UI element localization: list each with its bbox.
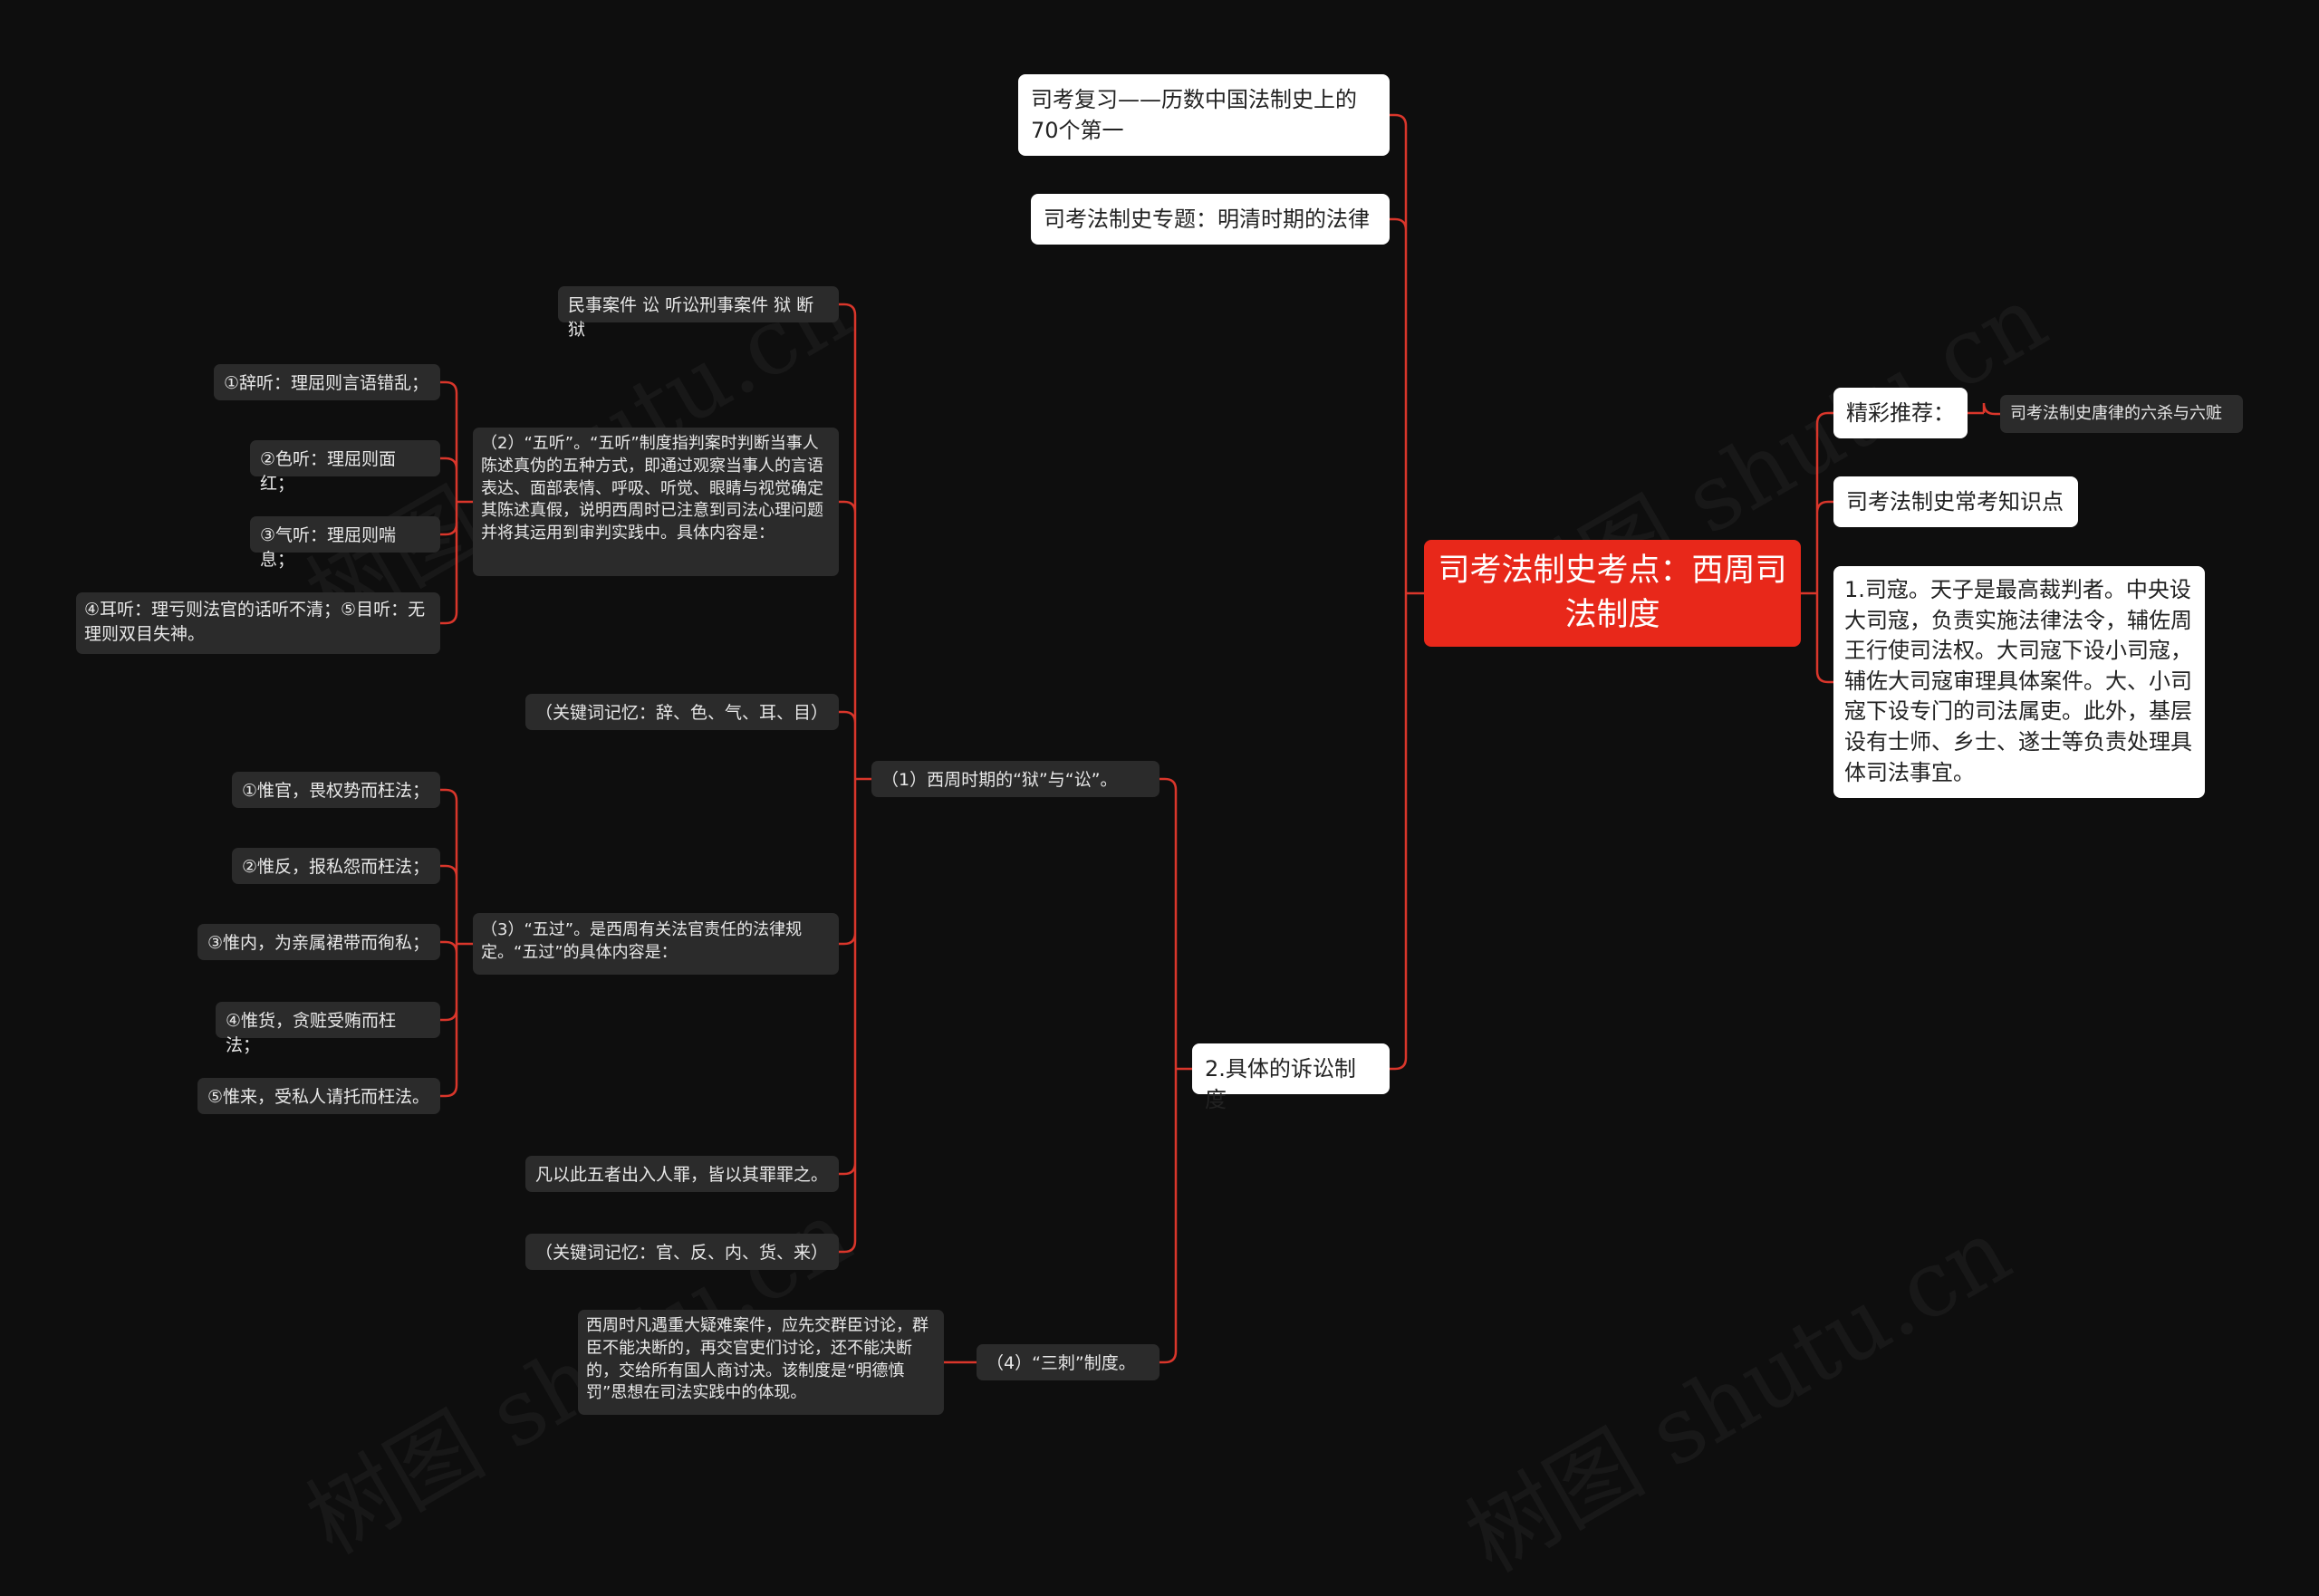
- root-left-connector: [1390, 113, 1424, 1071]
- yusong-definition[interactable]: 民事案件 讼 听讼刑事案件 狱 断狱: [558, 286, 839, 340]
- wuting-connector: [440, 380, 473, 625]
- wuguo-node[interactable]: （3）“五过”。是西周有关法官责任的法律规定。“五过”的具体内容是：: [473, 913, 839, 975]
- root-topic-label: 司考法制史考点：西周司法制度: [1438, 553, 1787, 633]
- recommend-link[interactable]: 司考法制史唐律的六杀与六赃: [2000, 395, 2243, 433]
- top1-node[interactable]: 司考复习——历数中国法制史上的70个第一: [1018, 74, 1390, 156]
- recommend-connector-path: [1968, 402, 2000, 416]
- common-knowledge-node[interactable]: 司考法制史常考知识点: [1833, 476, 2078, 527]
- root-topic[interactable]: 司考法制史考点：西周司法制度: [1424, 540, 1801, 647]
- recommend-node[interactable]: 精彩推荐：: [1833, 388, 1968, 438]
- wuting-item[interactable]: ④耳听：理亏则法官的话听不清；⑤目听：无理则双目失神。: [76, 592, 440, 654]
- sikou-node[interactable]: 1.司寇。天子是最高裁判者。中央设大司寇，负责实施法律法令，辅佐周王行使司法权。…: [1833, 566, 2205, 798]
- wuguo-item[interactable]: ⑤惟来，受私人请托而枉法。: [197, 1078, 440, 1114]
- wuting-item[interactable]: ②色听：理屈则面红；: [250, 440, 440, 494]
- wuguo-item[interactable]: ③惟内，为亲属裙带而徇私；: [197, 924, 440, 960]
- procedure-connector-path: [1160, 777, 1192, 1364]
- sanci-description[interactable]: 西周时凡遇重大疑难案件，应先交群臣讨论，群臣不能决断的，再交官吏们讨论，还不能决…: [578, 1310, 944, 1415]
- yusong-connector-path: [839, 303, 871, 1254]
- wuguo-keyword[interactable]: （关键词记忆：官、反、内、货、来）: [525, 1234, 839, 1270]
- sanci-node[interactable]: （4）“三刺”制度。: [977, 1344, 1160, 1380]
- procedure-node[interactable]: 2.具体的诉讼制度: [1192, 1043, 1390, 1112]
- wuguo-connector: [440, 788, 473, 1098]
- wuting-item[interactable]: ①辞听：理屈则言语错乱；: [214, 364, 440, 400]
- root-right-connector-path: [1801, 411, 1833, 684]
- wuguo-connector-path: [440, 788, 473, 1098]
- wuguo-item[interactable]: ①惟官，畏权势而枉法；: [232, 772, 440, 808]
- wuguo-item[interactable]: ②惟反，报私怨而枉法；: [232, 848, 440, 884]
- root-right-connector: [1801, 411, 1833, 684]
- root-left-connector-path: [1390, 113, 1424, 1071]
- wuting-keyword[interactable]: （关键词记忆：辞、色、气、耳、目）: [525, 694, 839, 730]
- yusong-connector: [839, 303, 871, 1254]
- wuting-node[interactable]: （2）“五听”。“五听”制度指判案时判断当事人陈述真伪的五种方式，即通过观察当事…: [473, 428, 839, 576]
- top2-node[interactable]: 司考法制史专题：明清时期的法律: [1031, 194, 1390, 245]
- procedure-connector: [1160, 777, 1192, 1364]
- wuguo-rule[interactable]: 凡以此五者出入人罪，皆以其罪罪之。: [525, 1156, 839, 1192]
- wuguo-item[interactable]: ④惟货，贪赃受贿而枉法；: [216, 1002, 440, 1055]
- wuting-item[interactable]: ③气听：理屈则喘息；: [250, 516, 440, 570]
- connector-lines: [440, 113, 2000, 1364]
- recommend-connector: [1968, 402, 2000, 416]
- wuting-connector-path: [440, 380, 473, 625]
- yusong-node[interactable]: （1）西周时期的“狱”与“讼”。: [871, 761, 1160, 797]
